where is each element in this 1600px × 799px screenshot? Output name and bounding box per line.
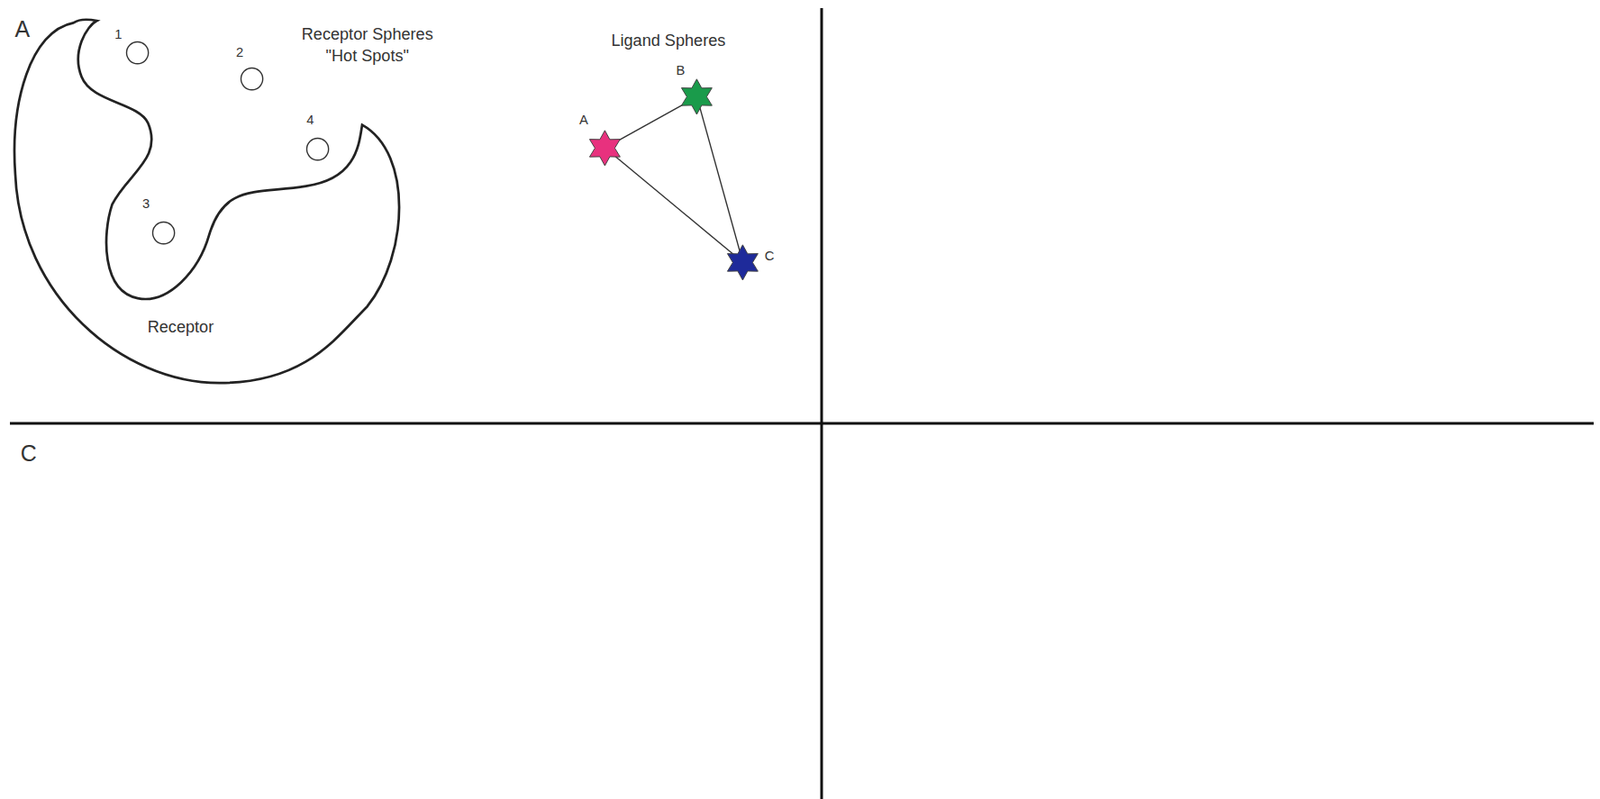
sphere-circle <box>127 42 149 64</box>
connector-line <box>700 107 741 254</box>
receptor-outline: Receptor <box>8 12 419 392</box>
connector-line <box>612 154 735 256</box>
hot-spot-sphere: 1 <box>125 40 150 65</box>
sphere-label: B <box>676 63 686 80</box>
sphere-label: C <box>764 249 775 266</box>
hot-spot-sphere: 4 <box>305 136 330 162</box>
sphere-label: A <box>579 112 589 129</box>
annotation-text: Ligand Spheres <box>610 29 726 52</box>
shape-outline <box>724 244 762 282</box>
sphere-circle <box>152 221 174 244</box>
shape-outline <box>305 136 330 162</box>
hot-spot-sphere: 2 <box>239 66 264 91</box>
shape-outline <box>239 66 264 91</box>
ligand-sphere-star: B <box>678 78 716 116</box>
connector-line <box>614 101 689 144</box>
sphere-label: 4 <box>306 112 314 129</box>
axis-line <box>9 422 1594 426</box>
sphere-circle <box>306 137 328 160</box>
axis-line <box>820 8 824 799</box>
sphere-label: 1 <box>114 27 122 44</box>
hot-spot-sphere: 3 <box>151 220 176 246</box>
sphere-circle <box>241 67 264 90</box>
receptor-shape <box>14 18 400 383</box>
ligand-sphere-star: A <box>586 129 624 167</box>
sphere-label: 2 <box>236 45 244 62</box>
annotation-text: Receptor Spheres "Hot Spots" <box>290 22 445 67</box>
sphere-label: 3 <box>142 196 150 213</box>
ligand-sphere-star: C <box>724 244 762 282</box>
shape-outline <box>151 220 176 246</box>
shape-outline <box>678 78 716 116</box>
star-shape <box>590 130 621 166</box>
shape-outline <box>586 129 624 167</box>
shape-outline <box>125 40 150 65</box>
node-label: Receptor <box>147 318 214 338</box>
panel-letter: A <box>15 14 31 46</box>
star-shape <box>681 79 713 115</box>
panel-letter: C <box>20 438 37 470</box>
star-shape <box>727 245 759 281</box>
